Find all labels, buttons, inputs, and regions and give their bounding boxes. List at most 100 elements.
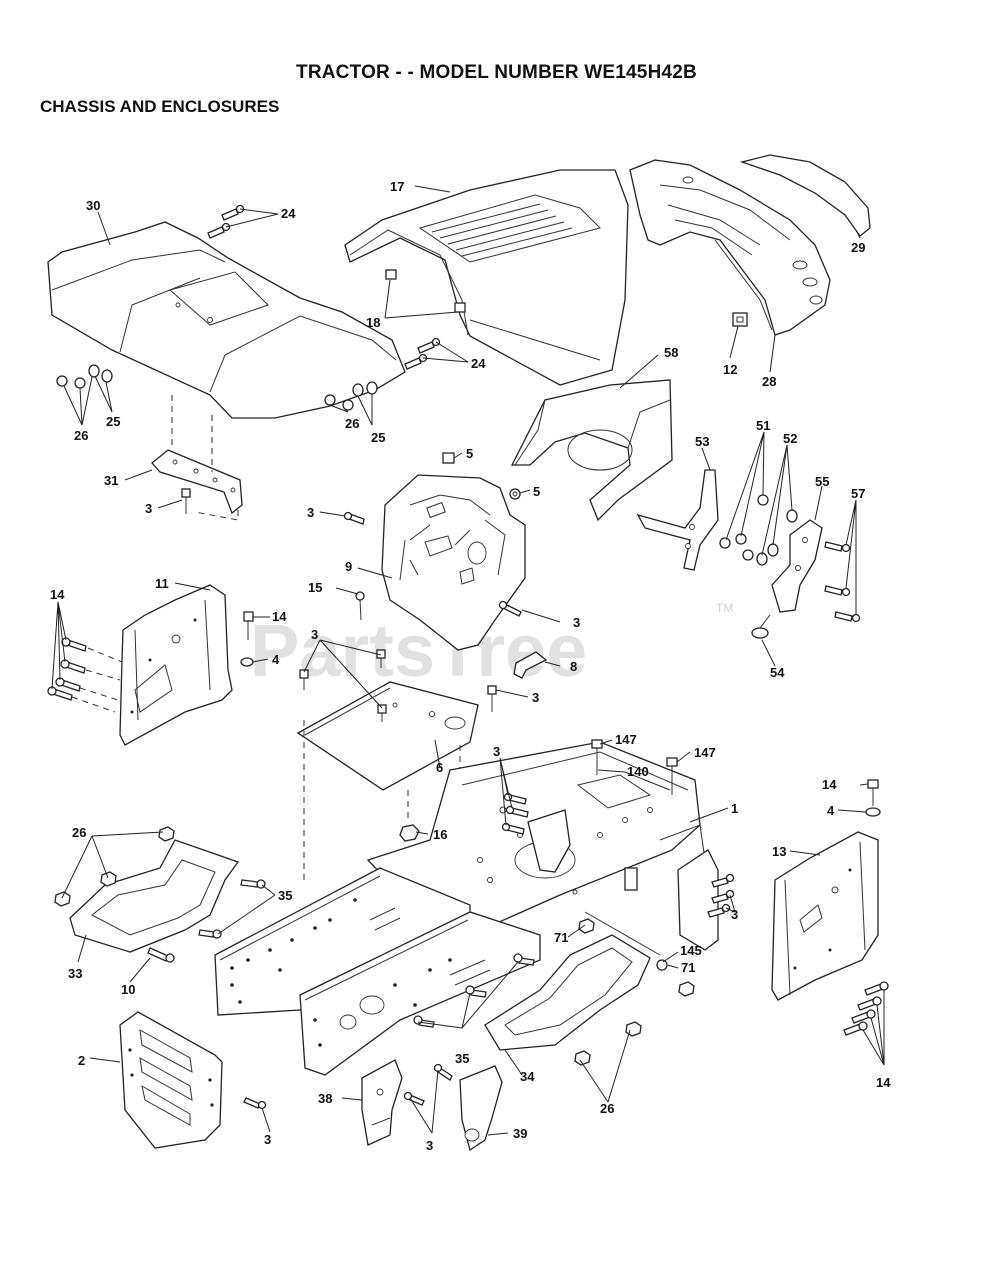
callout-34: 34 <box>520 1069 535 1084</box>
part-25-26-fasteners-left <box>56 364 113 389</box>
callout-71: 71 <box>554 930 568 945</box>
callout-24: 24 <box>471 356 486 371</box>
part-3-bolt-a <box>181 488 191 514</box>
callout-9: 9 <box>345 559 352 574</box>
callout-26: 26 <box>72 825 86 840</box>
callout-25: 25 <box>371 430 385 445</box>
callout-57: 57 <box>851 486 865 501</box>
callout-8: 8 <box>570 659 577 674</box>
part-12-clip <box>732 312 748 327</box>
callout-3: 3 <box>311 627 318 642</box>
callout-51: 51 <box>756 418 770 433</box>
callout-4: 4 <box>827 803 835 818</box>
page-title: TRACTOR - - MODEL NUMBER WE145H42B <box>296 62 697 83</box>
section-title: CHASSIS AND ENCLOSURES <box>40 97 280 116</box>
part-26-nuts-left <box>54 826 175 907</box>
callout-26: 26 <box>74 428 88 443</box>
part-2-lower-panel <box>119 1011 223 1149</box>
callout-71: 71 <box>681 960 695 975</box>
callout-3: 3 <box>573 615 580 630</box>
callout-2: 2 <box>78 1053 85 1068</box>
callout-35: 35 <box>278 888 292 903</box>
callout-3: 3 <box>731 907 738 922</box>
callout-25: 25 <box>106 414 120 429</box>
callout-17: 17 <box>390 179 404 194</box>
callout-3: 3 <box>532 690 539 705</box>
callout-30: 30 <box>86 198 100 213</box>
callout-29: 29 <box>851 240 865 255</box>
callout-39: 39 <box>513 1126 527 1141</box>
callout-24: 24 <box>281 206 296 221</box>
part-31-bracket <box>151 449 243 515</box>
callout-147: 147 <box>615 732 637 747</box>
callout-33: 33 <box>68 966 82 981</box>
part-16-nut <box>399 824 420 842</box>
leader-lines <box>51 185 885 1136</box>
callout-26: 26 <box>345 416 359 431</box>
callout-3: 3 <box>145 501 152 516</box>
part-frame-rail-right <box>299 911 541 1076</box>
callout-54: 54 <box>770 665 785 680</box>
callout-147: 147 <box>694 745 716 760</box>
part-53-bracket <box>636 469 719 571</box>
callout-3: 3 <box>493 744 500 759</box>
part-24-screws-a <box>207 204 245 239</box>
part-3-bolts-lower <box>403 1063 453 1106</box>
watermark-tm: TM <box>716 601 733 615</box>
part-38-bracket <box>361 1059 403 1146</box>
callout-4: 4 <box>272 652 280 667</box>
callout-15: 15 <box>308 580 322 595</box>
callout-5: 5 <box>466 446 473 461</box>
part-6-floor-plate <box>296 681 479 791</box>
callout-35: 35 <box>455 1051 469 1066</box>
callout-18: 18 <box>366 315 380 330</box>
part-54-knob <box>751 614 771 639</box>
callout-28: 28 <box>762 374 776 389</box>
callout-14: 14 <box>876 1075 891 1090</box>
callout-58: 58 <box>664 345 678 360</box>
callout-16: 16 <box>433 827 447 842</box>
part-57-bolts <box>824 541 861 623</box>
part-25-26-fasteners-right <box>324 381 378 411</box>
part-140-bracket <box>527 809 571 873</box>
part-30-fender <box>47 221 406 419</box>
part-147-bolts <box>591 739 678 795</box>
callout-52: 52 <box>783 431 797 446</box>
part-3-bolt-panel <box>243 1097 267 1110</box>
callout-14: 14 <box>822 777 837 792</box>
part-14-4-right <box>865 779 881 817</box>
part-14-screws-right <box>843 981 889 1036</box>
part-24-screws-b <box>404 337 441 370</box>
callout-labels: 30 24 17 18 24 29 12 28 58 26 25 26 25 3… <box>50 179 891 1153</box>
callout-1: 1 <box>731 801 738 816</box>
callout-3: 3 <box>307 505 314 520</box>
part-58-shield <box>510 379 673 522</box>
callout-31: 31 <box>104 473 118 488</box>
part-33-footrest <box>69 839 240 953</box>
callout-55: 55 <box>815 474 829 489</box>
part-front-bracket <box>677 849 719 951</box>
part-28-grille <box>629 159 831 336</box>
callout-3: 3 <box>426 1138 433 1153</box>
callout-3: 3 <box>264 1132 271 1147</box>
part-9-dash-panel <box>381 474 526 651</box>
callout-5: 5 <box>533 484 540 499</box>
part-55-pedal-bracket <box>771 519 823 613</box>
callout-13: 13 <box>772 844 786 859</box>
part-8-clip <box>513 651 548 679</box>
callout-14: 14 <box>50 587 65 602</box>
callout-10: 10 <box>121 982 135 997</box>
watermark: PartsTree <box>250 609 587 692</box>
callout-12: 12 <box>723 362 737 377</box>
callout-53: 53 <box>695 434 709 449</box>
callout-145: 145 <box>680 943 702 958</box>
part-17-hood <box>344 169 629 386</box>
part-10-bolt <box>147 947 175 963</box>
callout-6: 6 <box>436 760 443 775</box>
callout-140: 140 <box>627 764 649 779</box>
part-51-52-fasteners <box>719 494 798 566</box>
callout-38: 38 <box>318 1091 332 1106</box>
part-3-bolts-dash <box>343 511 522 617</box>
callout-26: 26 <box>600 1101 614 1116</box>
